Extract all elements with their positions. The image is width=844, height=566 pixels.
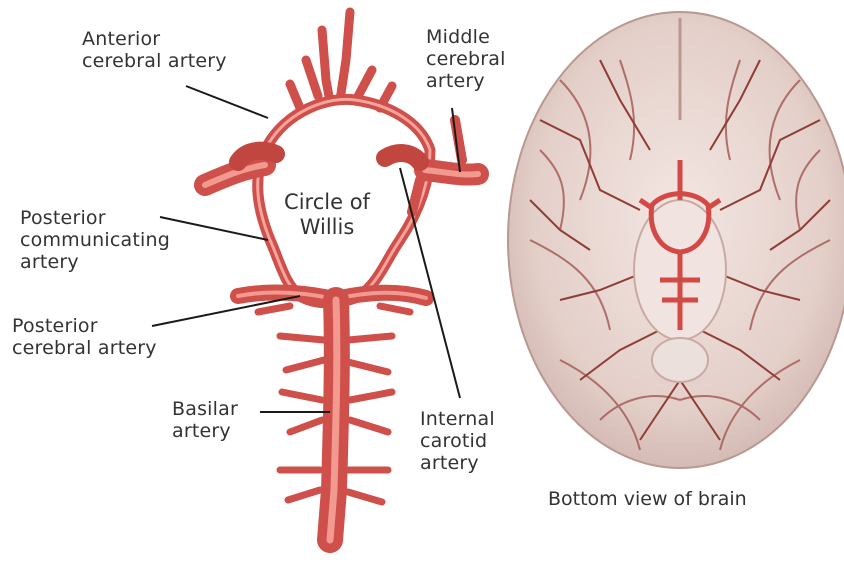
- right-internal-carotid: [385, 153, 420, 162]
- leader-anterior-cerebral: [186, 86, 268, 118]
- label-posterior-cerebral-artery: Posterior cerebral artery: [12, 315, 157, 359]
- leader-posterior-communicating: [160, 217, 268, 240]
- brain-bottom-view: [508, 12, 844, 468]
- cerebellum-region: [652, 338, 708, 382]
- label-posterior-communicating-artery: Posterior communicating artery: [20, 207, 170, 273]
- caption-bottom-view-of-brain: Bottom view of brain: [548, 488, 747, 510]
- label-basilar-artery: Basilar artery: [172, 398, 238, 442]
- label-circle-of-willis: Circle of Willis: [272, 190, 382, 240]
- label-internal-carotid-artery: Internal carotid artery: [420, 408, 495, 474]
- leader-internal-carotid: [400, 168, 460, 398]
- label-anterior-cerebral-artery: Anterior cerebral artery: [82, 28, 227, 72]
- label-middle-cerebral-artery: Middle cerebral artery: [426, 26, 506, 92]
- anterior-cerebral-branches: [290, 12, 392, 108]
